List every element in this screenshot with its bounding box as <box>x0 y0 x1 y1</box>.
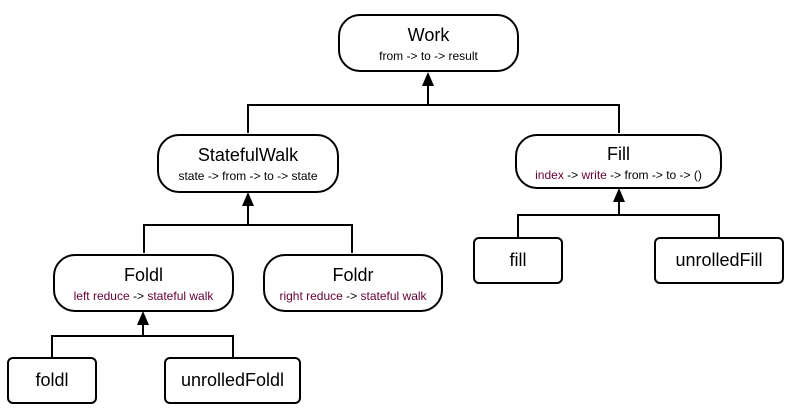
connector-statefulwalk-children <box>143 200 353 253</box>
foldr-title: Foldr <box>332 265 374 285</box>
fill-signature-index: index <box>535 168 564 182</box>
fill-signature-write: write <box>581 168 607 182</box>
unrolledfill-leaf-node: unrolledFill <box>654 237 784 284</box>
foldl-title: Foldl <box>123 265 163 285</box>
statefulwalk-node: StatefulWalk state -> from -> to -> stat… <box>157 134 339 193</box>
foldl-leaf-title: foldl <box>35 370 69 390</box>
unrolledfoldl-leaf-title: unrolledFoldl <box>180 370 285 390</box>
foldr-signature-right-reduce: right reduce <box>279 289 343 303</box>
fill-title: Fill <box>607 144 630 164</box>
arrowhead-work <box>422 72 434 86</box>
work-title: Work <box>407 25 450 45</box>
statefulwalk-signature: state -> from -> to -> state <box>178 169 318 183</box>
fill-node: Fill index -> write -> from -> to -> () <box>515 134 722 189</box>
foldl-node: Foldl left reduce -> stateful walk <box>53 254 234 312</box>
statefulwalk-title: StatefulWalk <box>197 145 299 165</box>
foldr-node: Foldr right reduce -> stateful walk <box>263 254 443 312</box>
foldr-signature-stateful-walk: stateful walk <box>360 289 427 303</box>
connector-work-children <box>247 80 620 133</box>
unrolledfill-leaf-title: unrolledFill <box>675 250 763 270</box>
arrowhead-fill <box>613 188 625 202</box>
work-node: Work from -> to -> result <box>338 14 519 72</box>
fill-leaf-node: fill <box>473 237 563 284</box>
foldr-signature-arrow: -> <box>342 289 361 303</box>
fill-signature: index -> write -> from -> to -> () <box>517 168 720 183</box>
foldl-leaf-node: foldl <box>7 357 97 404</box>
unrolledfoldl-leaf-node: unrolledFoldl <box>164 357 301 404</box>
work-signature: from -> to -> result <box>379 49 478 63</box>
foldl-signature-stateful-walk: stateful walk <box>147 289 214 303</box>
fill-signature-arrow: -> <box>563 168 582 182</box>
arrowhead-foldl <box>137 311 149 325</box>
arrowhead-statefulwalk <box>242 192 254 206</box>
foldl-signature-left-reduce: left reduce <box>73 289 130 303</box>
foldl-signature-arrow: -> <box>129 289 148 303</box>
fill-leaf-title: fill <box>509 250 527 270</box>
foldl-signature: left reduce -> stateful walk <box>55 289 232 304</box>
fill-signature-rest: -> from -> to -> () <box>606 168 702 182</box>
foldr-signature: right reduce -> stateful walk <box>265 289 441 304</box>
